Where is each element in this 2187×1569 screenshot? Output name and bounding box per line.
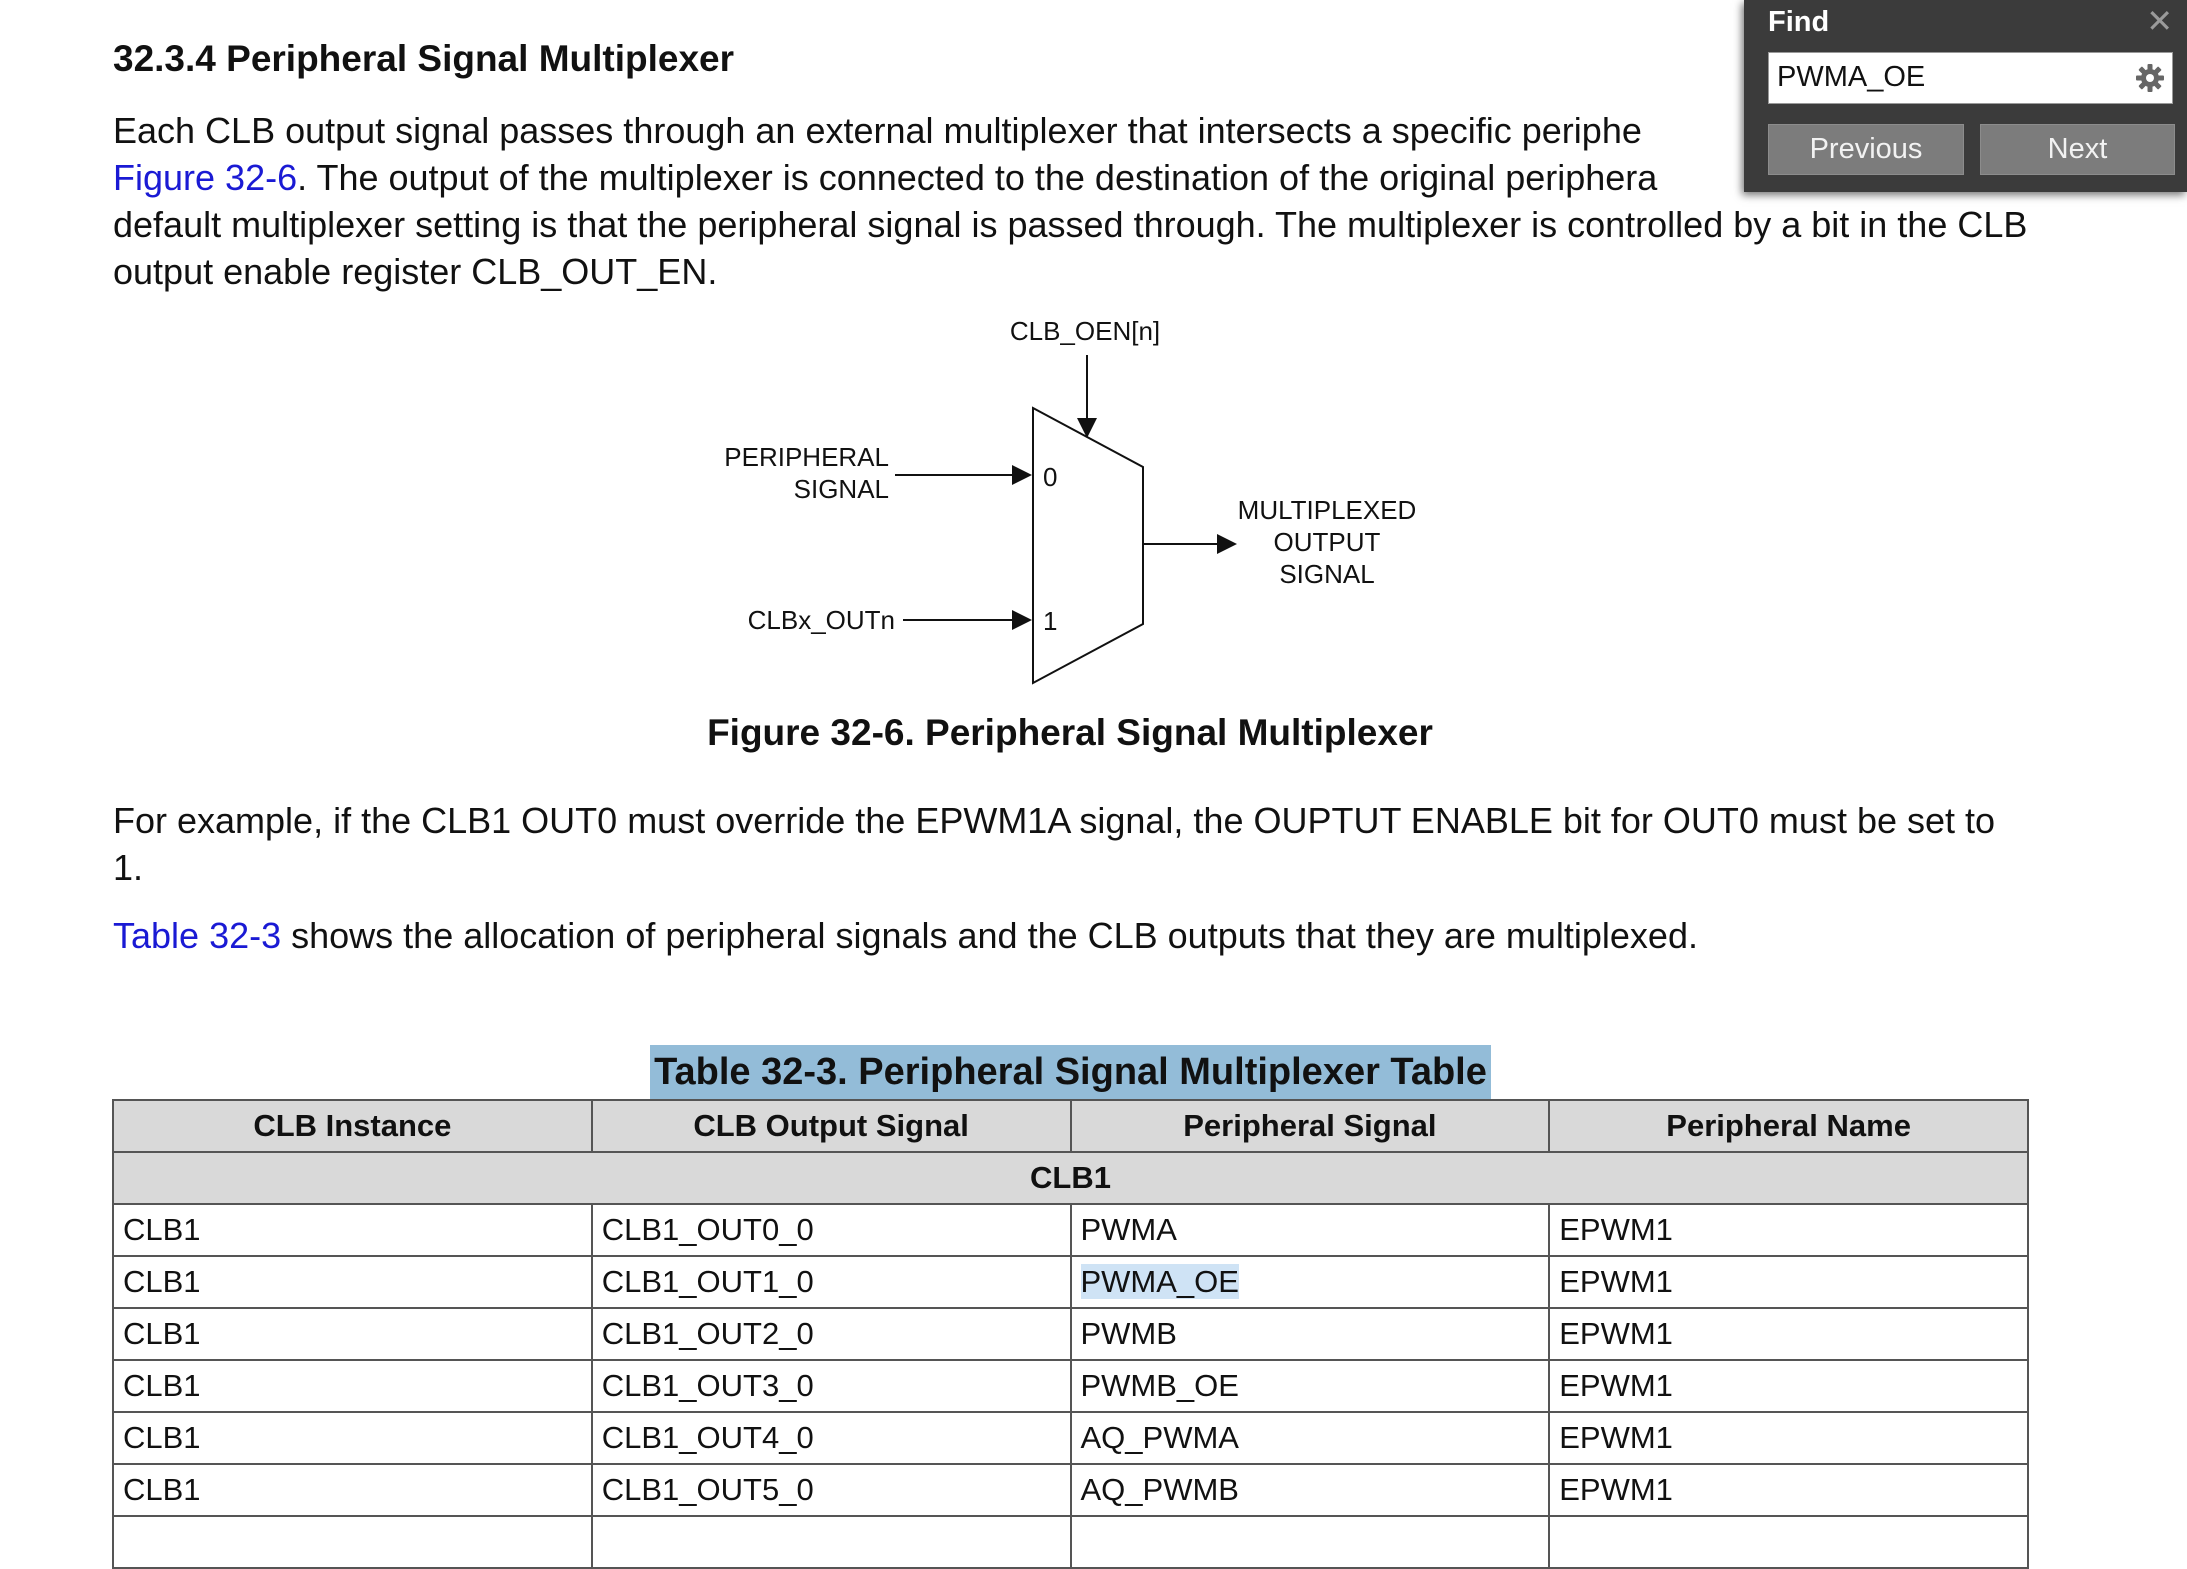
signal-table: CLB Instance CLB Output Signal Periphera… xyxy=(112,1099,2029,1569)
table-cell: CLB1 xyxy=(112,1255,593,1309)
table-row: CLB1 CLB1_OUT1_0 PWMA_OE EPWM1 xyxy=(112,1255,2029,1309)
intro-text-c: default multiplexer setting is that the … xyxy=(113,204,2028,292)
table-cell: EPWM1 xyxy=(1548,1463,2029,1517)
mux-shape xyxy=(1032,406,1144,685)
table-cell: CLB1 xyxy=(112,1359,593,1413)
group-label: CLB1 xyxy=(112,1151,2029,1205)
search-match-highlight: PWMA_OE xyxy=(1080,1264,1239,1299)
table-cell: CLB1_OUT2_0 xyxy=(590,1307,1072,1361)
table-cell: EPWM1 xyxy=(1548,1203,2029,1257)
table-reference-text: shows the allocation of peripheral signa… xyxy=(281,915,1698,956)
table-row: CLB1 CLB1_OUT4_0 AQ_PWMA EPWM1 xyxy=(112,1411,2029,1465)
find-input-box xyxy=(1768,52,2173,104)
intro-text-b: . The output of the multiplexer is conne… xyxy=(297,157,1658,198)
next-button[interactable]: Next xyxy=(1980,124,2175,175)
table-cell: PWMB xyxy=(1069,1307,1551,1361)
table-cell: PWMB_OE xyxy=(1069,1359,1551,1413)
table-cell-search-match: PWMA_OE xyxy=(1069,1255,1551,1309)
output-label-line2: OUTPUT xyxy=(1274,527,1381,557)
table-row: CLB1 CLB1_OUT0_0 PWMA EPWM1 xyxy=(112,1203,2029,1257)
intro-paragraph: Each CLB output signal passes through an… xyxy=(113,107,2033,295)
multiplexer-diagram: CLB_OEN[n] PERIPHERAL SIGNAL 0 CLBx_OUTn… xyxy=(724,316,1417,685)
figure-link[interactable]: Figure 32-6 xyxy=(113,157,298,198)
find-dialog: Find ✕ Previous Next xyxy=(1744,0,2187,192)
table-cell: CLB1 xyxy=(112,1411,593,1465)
previous-button[interactable]: Previous xyxy=(1768,124,1964,175)
find-input[interactable] xyxy=(1769,53,2125,101)
table-row-partial xyxy=(112,1515,2029,1569)
close-icon[interactable]: ✕ xyxy=(2146,3,2173,39)
output-label-line1: MULTIPLEXED xyxy=(1238,495,1417,525)
table-row: CLB1 CLB1_OUT2_0 PWMB EPWM1 xyxy=(112,1307,2029,1361)
table-cell: CLB1 xyxy=(112,1463,593,1517)
table-row: CLB1 CLB1_OUT5_0 AQ_PWMB EPWM1 xyxy=(112,1463,2029,1517)
table-cell: EPWM1 xyxy=(1548,1411,2029,1465)
table-caption: Table 32-3. Peripheral Signal Multiplexe… xyxy=(650,1045,1491,1099)
table-header-row: CLB Instance CLB Output Signal Periphera… xyxy=(112,1099,2029,1153)
table-reference-paragraph: Table 32-3 shows the allocation of perip… xyxy=(113,912,2033,959)
table-cell: CLB1_OUT1_0 xyxy=(590,1255,1072,1309)
section-heading: 32.3.4 Peripheral Signal Multiplexer xyxy=(113,38,735,79)
control-label: CLB_OEN[n] xyxy=(1010,316,1160,346)
gear-icon[interactable] xyxy=(2134,62,2166,94)
table-caption-wrap: Table 32-3. Peripheral Signal Multiplexe… xyxy=(0,1045,2141,1099)
column-header: CLB Instance xyxy=(112,1099,593,1153)
table-cell: CLB1 xyxy=(112,1307,593,1361)
column-header: CLB Output Signal xyxy=(590,1099,1072,1153)
output-label-line3: SIGNAL xyxy=(1279,559,1374,589)
table-cell: EPWM1 xyxy=(1548,1307,2029,1361)
table-cell: CLB1_OUT0_0 xyxy=(590,1203,1072,1257)
intro-text-a: Each CLB output signal passes through an… xyxy=(113,110,1642,151)
table-cell: AQ_PWMA xyxy=(1069,1411,1551,1465)
table-cell: EPWM1 xyxy=(1548,1255,2029,1309)
document-page: 32.3.4 Peripheral Signal Multiplexer Eac… xyxy=(0,38,2141,1569)
multiplexer-figure: CLB_OEN[n] PERIPHERAL SIGNAL 0 CLBx_OUTn… xyxy=(690,305,1490,695)
table-cell: CLB1_OUT3_0 xyxy=(590,1359,1072,1413)
input0-label-line2: SIGNAL xyxy=(794,474,889,504)
table-link[interactable]: Table 32-3 xyxy=(113,915,282,956)
table-cell: EPWM1 xyxy=(1548,1359,2029,1413)
table-cell: CLB1_OUT5_0 xyxy=(590,1463,1072,1517)
input0-label-line1: PERIPHERAL xyxy=(724,442,889,472)
input0-index: 0 xyxy=(1043,462,1057,492)
table-cell: AQ_PWMB xyxy=(1069,1463,1551,1517)
find-title: Find xyxy=(1768,6,1830,38)
input1-index: 1 xyxy=(1043,606,1057,636)
column-header: Peripheral Signal xyxy=(1069,1099,1551,1153)
column-header: Peripheral Name xyxy=(1548,1099,2029,1153)
table-group-row: CLB1 xyxy=(112,1151,2029,1205)
figure-caption: Figure 32-6. Peripheral Signal Multiplex… xyxy=(707,712,1433,753)
input1-label: CLBx_OUTn xyxy=(748,605,895,635)
table-cell: PWMA xyxy=(1069,1203,1551,1257)
example-paragraph: For example, if the CLB1 OUT0 must overr… xyxy=(113,800,1996,888)
table-cell: CLB1 xyxy=(112,1203,593,1257)
table-row: CLB1 CLB1_OUT3_0 PWMB_OE EPWM1 xyxy=(112,1359,2029,1413)
table-cell: CLB1_OUT4_0 xyxy=(590,1411,1072,1465)
